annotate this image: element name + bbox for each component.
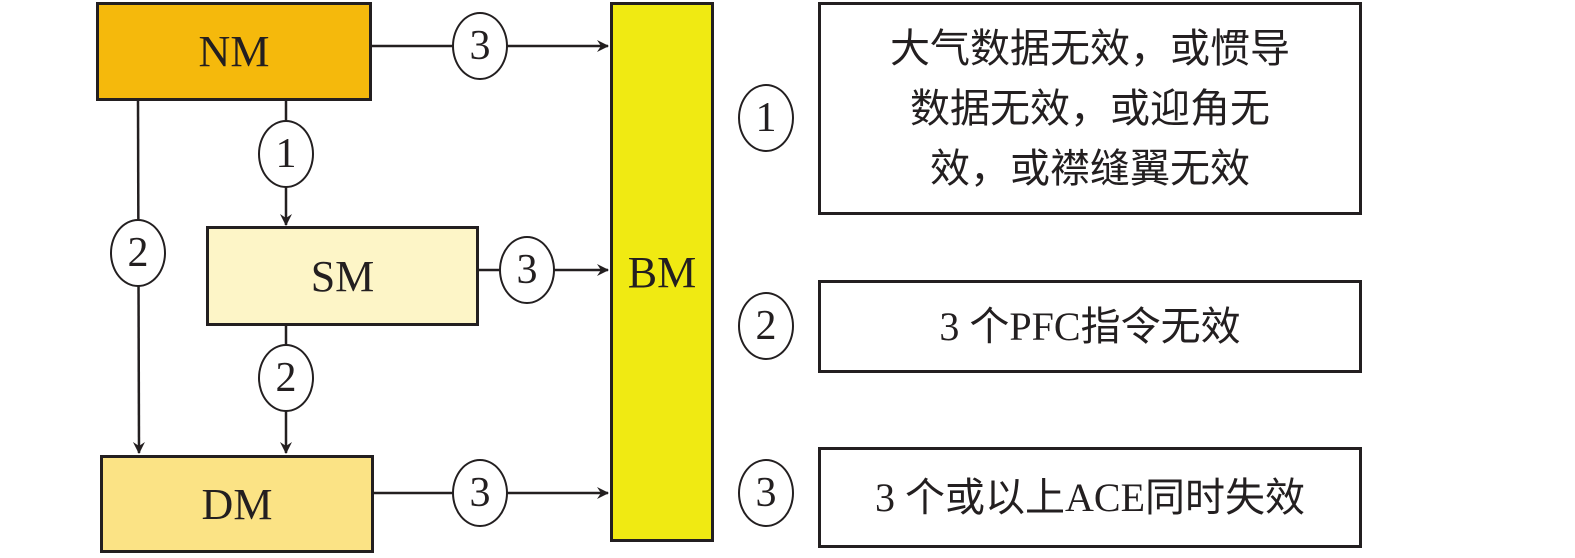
transition-nm-bm: 3 — [452, 12, 508, 80]
legend-num-2: 2 — [738, 292, 794, 360]
legend-text-2: 3 个PFC指令无效 — [939, 303, 1241, 349]
bm-label: BM — [627, 247, 697, 297]
nm-mode-box: NM — [96, 2, 372, 101]
transition-nm-sm: 1 — [258, 120, 314, 188]
dm-label: DM — [201, 479, 273, 529]
legend-text-1: 大气数据无效，或惯导数据无效，或迎角无效，或襟缝翼无效 — [890, 25, 1290, 191]
transition-sm-bm: 3 — [499, 236, 555, 304]
legend-box-1: 大气数据无效，或惯导数据无效，或迎角无效，或襟缝翼无效 — [818, 2, 1362, 215]
legend-box-3: 3 个或以上ACE同时失效 — [818, 447, 1362, 548]
dm-mode-box: DM — [100, 455, 374, 553]
transition-dm-bm: 3 — [452, 459, 508, 527]
legend-text-3: 3 个或以上ACE同时失效 — [875, 474, 1305, 520]
legend-num-3: 3 — [738, 459, 794, 527]
sm-mode-box: SM — [206, 226, 479, 326]
nm-label: NM — [198, 27, 270, 76]
transition-nm-dm: 2 — [110, 219, 166, 287]
transition-sm-dm: 2 — [258, 344, 314, 412]
bm-mode-box: BM — [610, 2, 714, 542]
legend-box-2: 3 个PFC指令无效 — [818, 280, 1362, 373]
legend-num-1: 1 — [738, 84, 794, 152]
sm-label: SM — [310, 251, 375, 301]
